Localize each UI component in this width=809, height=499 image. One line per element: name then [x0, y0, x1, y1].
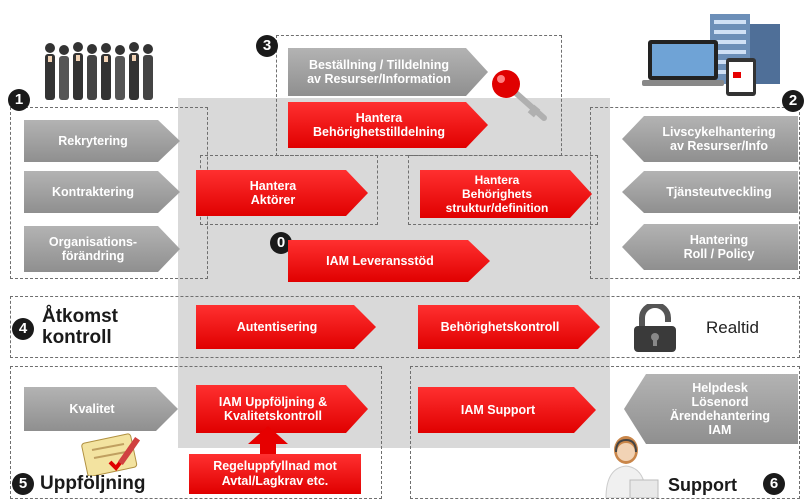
region-core-right — [408, 155, 598, 225]
support-title: Support — [668, 475, 737, 495]
region-4 — [10, 296, 800, 358]
arrow-hantera-behorighetsstruktur: Hantera Behörighets struktur/definition — [420, 170, 592, 218]
arrow-tjansteutveckling: Tjänsteutveckling — [622, 171, 798, 213]
arrow-iam-leveransstod: IAM Leveransstöd — [288, 240, 490, 282]
arrow-kontraktering: Kontraktering — [24, 171, 180, 213]
arrow-hantera-behorighetstilldelning: Hantera Behörighetstilldelning — [288, 102, 488, 148]
arrow-behorighetskontroll: Behörighetskontroll — [418, 305, 600, 349]
arrow-autentisering: Autentisering — [196, 305, 376, 349]
arrow-rekrytering: Rekrytering — [24, 120, 180, 162]
arrow-iam-uppfoljning: IAM Uppföljning & Kvalitetskontroll — [196, 385, 368, 433]
arrow-hantering-roll-policy: Hantering Roll / Policy — [622, 224, 798, 270]
badge-number-1: 1 — [8, 89, 30, 111]
regeluppfyllnad-box: Regeluppfyllnad mot Avtal/Lagkrav etc. — [189, 454, 361, 494]
uppfoljning-title: Uppföljning — [40, 473, 146, 494]
badge-number-2: 2 — [782, 90, 804, 112]
badge-number-4: 4 — [12, 318, 34, 340]
badge-number-3: 3 — [256, 35, 278, 57]
clipboard-icon — [81, 433, 141, 476]
badge-number-0: 0 — [270, 232, 292, 254]
arrow-iam-support: IAM Support — [418, 387, 596, 433]
devices-icon — [642, 14, 780, 96]
people-icon — [45, 42, 153, 100]
badge-number-6: 6 — [763, 473, 785, 495]
arrow-hantera-aktorer: Hantera Aktörer — [196, 170, 368, 216]
up-arrow-icon — [248, 426, 288, 458]
badge-number-5: 5 — [12, 473, 34, 495]
lock-icon — [634, 304, 676, 352]
arrow-organisationsforandring: Organisations- förändring — [24, 226, 180, 272]
arrow-helpdesk: Helpdesk Lösenord Ärendehantering IAM — [624, 374, 798, 444]
support-person-icon — [605, 436, 659, 498]
arrow-livscykelhantering: Livscykelhantering av Resurser/Info — [622, 116, 798, 162]
atkomst-kontroll-title: Åtkomst kontroll — [42, 306, 119, 348]
realtid-label: Realtid — [706, 318, 759, 337]
arrow-kvalitet: Kvalitet — [24, 387, 178, 431]
key-icon — [492, 70, 547, 121]
arrow-bestallning-tilldelning: Beställning / Tilldelning av Resurser/In… — [288, 48, 488, 96]
